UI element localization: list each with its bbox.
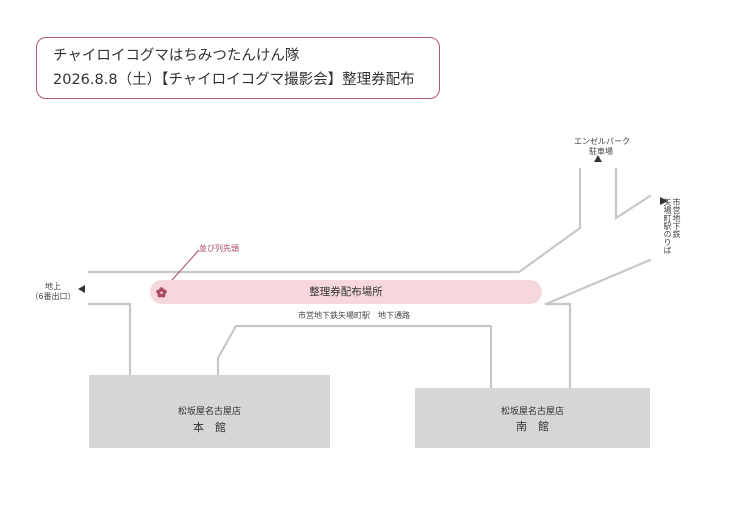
queue-head-label: 並び列先頭 bbox=[199, 244, 239, 253]
distribution-area bbox=[150, 280, 542, 304]
south-building-sub: 南 館 bbox=[516, 420, 549, 433]
angel-park-label: エンゼルパーク 駐車場 bbox=[574, 137, 630, 157]
corridor-right-top-edge bbox=[614, 167, 652, 221]
ground-exit-label: 地上 （6番出口） bbox=[30, 282, 76, 302]
subway-line-1: 市営地下鉄 bbox=[672, 198, 681, 238]
main-building-sub: 本 館 bbox=[193, 421, 226, 434]
corridor-right-edge-a bbox=[544, 302, 572, 389]
underpass-edge bbox=[216, 324, 493, 389]
ground-text: 地上 bbox=[45, 282, 61, 291]
arrow-right-icon bbox=[660, 197, 668, 205]
corridor-top-edge bbox=[87, 167, 582, 274]
corridor-right-edge-b bbox=[544, 258, 652, 306]
subway-line-2: 矢場町駅のりば bbox=[663, 198, 672, 254]
title-line-2: 2026.8.8（土）【チャイロイコグマ撮影会】整理券配布 bbox=[53, 72, 415, 88]
arrow-left-icon bbox=[78, 285, 85, 293]
main-building-name: 松坂屋名古屋店 bbox=[177, 407, 241, 417]
corridor-left-bottom-edge bbox=[87, 302, 132, 376]
arrow-up-icon bbox=[594, 155, 602, 162]
flower-icon bbox=[156, 287, 167, 298]
parking-text: 駐車場 bbox=[589, 147, 613, 156]
south-building-name: 松坂屋名古屋店 bbox=[500, 407, 564, 417]
exit-number-text: （6番出口） bbox=[30, 292, 76, 301]
distribution-area-label: 整理券配布場所 bbox=[309, 286, 383, 298]
south-building: 松坂屋名古屋店 南 館 bbox=[415, 388, 650, 448]
subway-label: 市営地下鉄 矢場町駅のりば bbox=[663, 198, 681, 254]
title-box: チャイロイコグマはちみつたんけん隊 2026.8.8（土）【チャイロイコグマ撮影… bbox=[36, 37, 440, 99]
title-line-1: チャイロイコグマはちみつたんけん隊 bbox=[53, 48, 300, 64]
main-building: 松坂屋名古屋店 本 館 bbox=[89, 375, 330, 448]
underpass-label: 市営地下鉄矢場町駅 地下通路 bbox=[298, 311, 410, 320]
angel-park-text: エンゼルパーク bbox=[574, 137, 630, 146]
